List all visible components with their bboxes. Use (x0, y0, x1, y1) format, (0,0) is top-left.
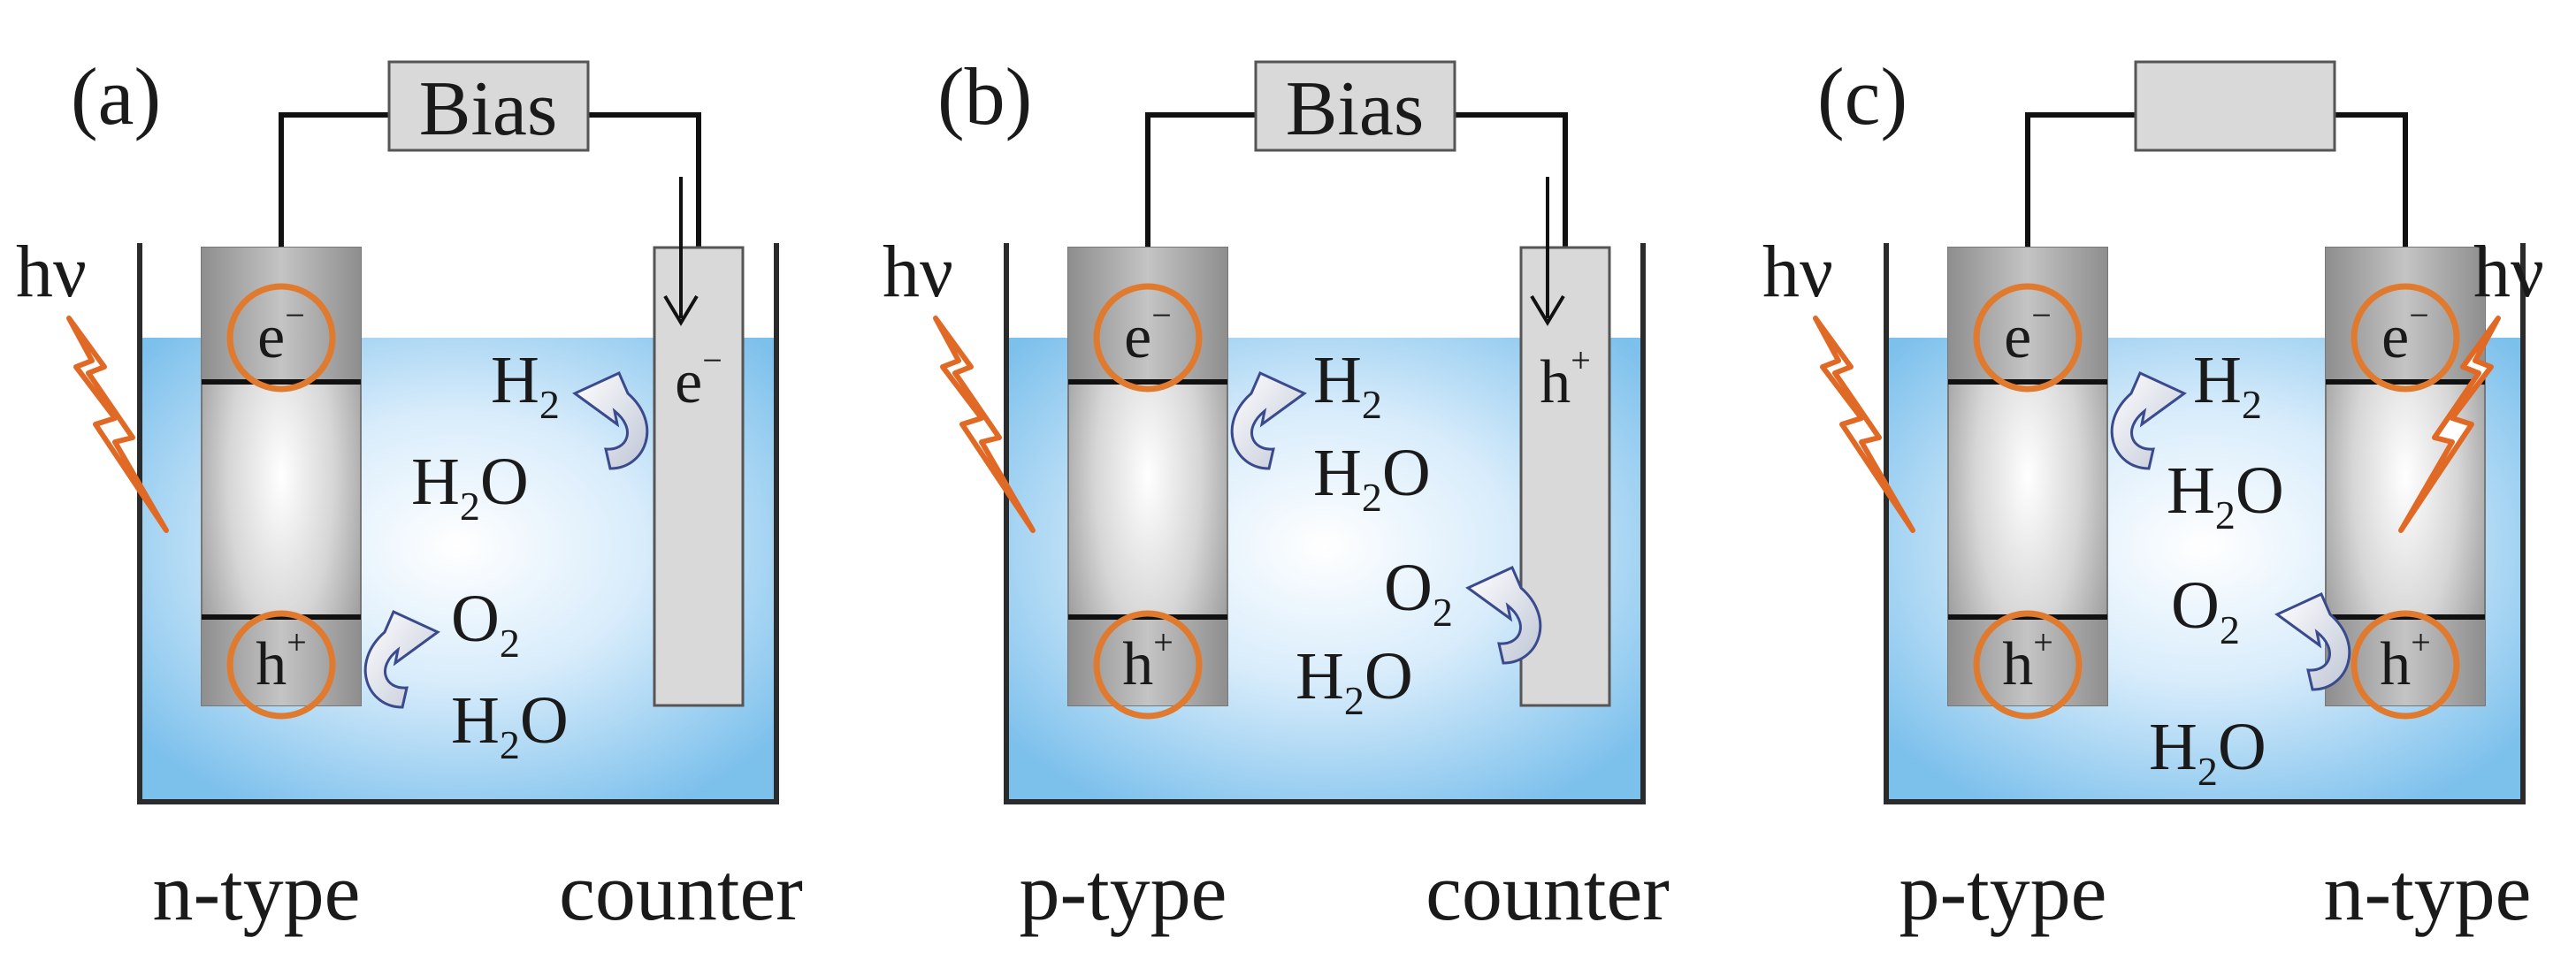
wire-right (1455, 112, 1568, 248)
reactant-bottom: H2O (2149, 710, 2266, 794)
bias-box (1254, 60, 1456, 152)
hole-label-left: h+ (256, 622, 307, 698)
caption-left: p-type (1019, 847, 1227, 937)
reaction-arrow-top (2110, 370, 2187, 470)
wire-right (2335, 112, 2408, 248)
hole-label-right: h+ (2380, 622, 2431, 698)
bias-label: Bias (1286, 66, 1424, 152)
wire-left (2025, 112, 2136, 248)
bias-box (2134, 60, 2336, 152)
reactant-bottom: H2O (1296, 639, 1413, 723)
product-top: H2 (1313, 343, 1382, 427)
electron-ring-right (2351, 283, 2460, 393)
electron-ring-left (226, 283, 336, 393)
counter-carrier-label: h+ (1540, 340, 1591, 416)
counter-carrier-label: e− (675, 340, 722, 416)
electron-label-left: e− (257, 295, 305, 371)
lightning-bolt-icon (1813, 316, 1915, 533)
beaker (137, 243, 779, 804)
panel-letter: (c) (1817, 51, 1907, 141)
current-arrowhead (663, 294, 699, 326)
counter-electrode (653, 246, 745, 707)
panel-letter: (b) (937, 51, 1032, 141)
reaction-arrow-bottom (2274, 591, 2351, 691)
beaker (1884, 243, 2526, 804)
reactant-top: H2O (2167, 454, 2284, 537)
caption-right: n-type (2323, 847, 2531, 937)
current-arrowhead (1530, 294, 1565, 326)
light-label-right: hν (2473, 231, 2544, 313)
electron-label-left: e− (1124, 295, 1172, 371)
electron-label-left: e− (2004, 295, 2052, 371)
lightning-bolt-icon (2398, 316, 2501, 533)
light-label-left: hν (1762, 231, 1833, 313)
electron-ring-left (1973, 283, 2083, 393)
hole-ring-left (1093, 610, 1203, 720)
wire-left (1145, 112, 1256, 248)
conduction-band-left (1068, 248, 1227, 382)
electron-ring-left (1093, 283, 1203, 393)
caption-right: counter (1426, 847, 1670, 937)
caption-left: n-type (152, 847, 360, 937)
product-bottom: O2 (451, 582, 520, 666)
reactant-top: H2O (1313, 436, 1431, 520)
beaker (1004, 243, 1646, 804)
product-bottom: O2 (1384, 551, 1453, 635)
caption-right: counter (559, 847, 803, 937)
hole-ring-right (2351, 610, 2460, 720)
hole-ring-left (226, 610, 336, 720)
reactant-top: H2O (411, 445, 529, 529)
hole-ring-left (1973, 610, 2083, 720)
lightning-bolt-icon (66, 316, 169, 533)
reaction-arrow-top (1230, 370, 1307, 470)
light-label-left: hν (883, 231, 953, 313)
conduction-band-left (1948, 248, 2107, 382)
lightning-bolt-icon (933, 316, 1036, 533)
reactant-bottom: H2O (451, 683, 569, 767)
conduction-band-right (2326, 248, 2485, 382)
bias-box (387, 60, 590, 152)
reaction-arrow-bottom (363, 609, 440, 709)
hole-label-left: h+ (1122, 622, 1173, 698)
bias-label: Bias (419, 66, 557, 152)
wire-left (279, 112, 389, 248)
hole-label-left: h+ (2002, 622, 2053, 698)
caption-left: p-type (1899, 847, 2106, 937)
reaction-arrow-bottom (1465, 565, 1542, 665)
product-bottom: O2 (2171, 568, 2240, 652)
panel-letter: (a) (71, 51, 161, 141)
reaction-arrow-top (572, 370, 649, 470)
product-top: H2 (491, 343, 560, 427)
conduction-band-left (202, 248, 361, 382)
product-top: H2 (2193, 343, 2262, 427)
light-label-left: hν (16, 231, 87, 313)
electron-label-right: e− (2381, 295, 2429, 371)
wire-right (588, 112, 701, 248)
